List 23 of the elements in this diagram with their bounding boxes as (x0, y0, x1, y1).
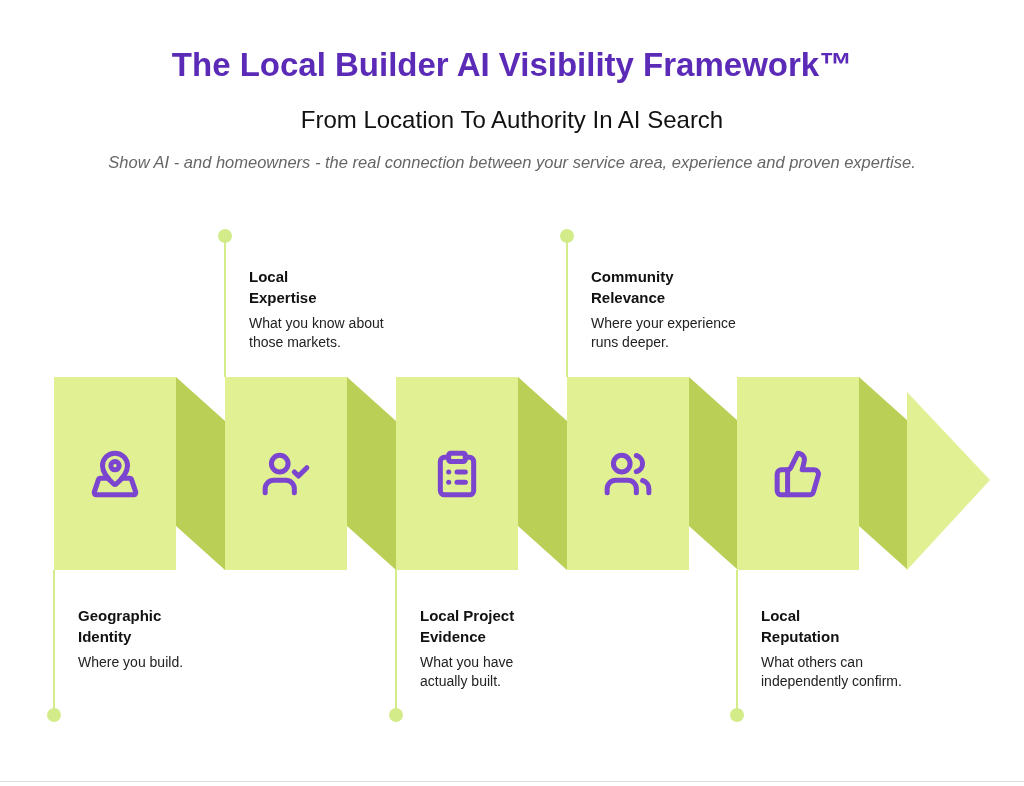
step-heading: Local Reputation (761, 606, 841, 647)
subtitle: From Location To Authority In AI Search (300, 105, 724, 135)
step-heading: Local Expertise (249, 267, 318, 308)
tagline: Show AI - and homeowners - the real connection between your service area, experience and proven expertise. (108, 152, 916, 173)
leader-line (389, 569, 403, 722)
step-heading: Community Relevance (591, 267, 675, 308)
leader-line (218, 229, 232, 378)
ribbon-panel (225, 377, 347, 570)
step-description: What others can independently confirm. (761, 653, 903, 691)
ribbon-panel (737, 377, 859, 570)
ribbon-panel (567, 377, 689, 570)
title: The Local Builder AI Visibility Framework™ (171, 45, 853, 85)
leader-line (47, 569, 61, 722)
step-heading: Local Project Evidence (420, 606, 516, 647)
leader-line (730, 569, 744, 722)
step-description: What you know about those markets. (249, 314, 385, 352)
step-description: Where you build. (78, 653, 185, 672)
ribbon-panel (396, 377, 518, 570)
ribbon-panel (54, 377, 176, 570)
step-description: Where your experience runs deeper. (591, 314, 737, 352)
leader-line (560, 229, 574, 378)
step-heading: Geographic Identity (78, 606, 163, 647)
step-description: What you have actually built. (420, 653, 515, 691)
